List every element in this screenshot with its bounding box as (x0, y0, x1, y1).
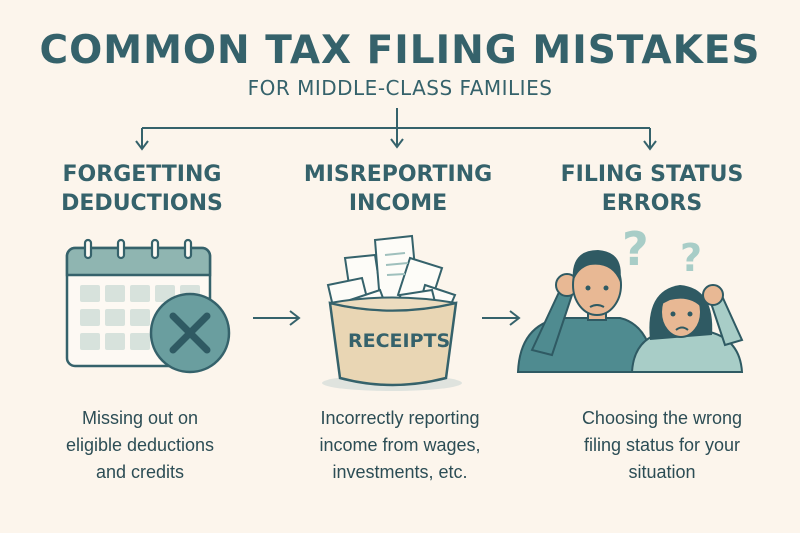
page-title: COMMON TAX FILING MISTAKES (39, 28, 761, 73)
desc-misreporting-income: Incorrectly reporting income from wages,… (319, 408, 481, 482)
confused-couple-icon (516, 250, 744, 373)
heading-misreporting-income: MISREPORTING INCOME (303, 162, 493, 216)
heading-filing-status-errors: FILING STATUS ERRORS (560, 162, 744, 216)
question-mark-icon: ? (680, 236, 703, 280)
question-mark-icon: ? (622, 222, 649, 276)
page-subtitle: FOR MIDDLE-CLASS FAMILIES (247, 76, 553, 100)
calendar-x-icon (65, 238, 231, 374)
desc-forgetting-deductions: Missing out on eligible deductions and c… (65, 408, 215, 482)
receipts-basket-icon (322, 234, 462, 391)
heading-forgetting-deductions: FORGETTING DEDUCTIONS (61, 162, 223, 216)
basket-label: RECEIPTS (348, 330, 451, 352)
desc-filing-status-errors: Choosing the wrong filing status for you… (581, 408, 743, 482)
